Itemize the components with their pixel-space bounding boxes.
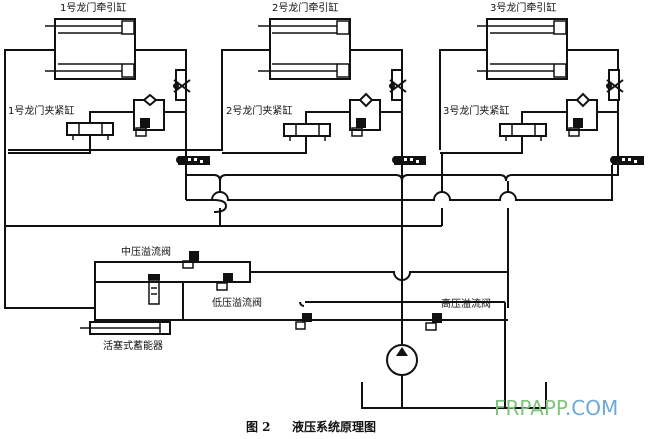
low-pressure-relief-valve [216, 273, 233, 291]
watermark-part1: FRPAPP [494, 396, 565, 420]
gantry-3-solenoid-valve [610, 156, 644, 165]
low-pressure-relief-valve-label: 低压溢流阀 [212, 296, 262, 309]
gantry-2-solenoid-valve [392, 156, 426, 165]
figure-title: 液压系统原理图 [292, 419, 376, 434]
gantry-1-pilot-check-valve [133, 93, 165, 137]
pipework [4, 49, 619, 409]
medium-pressure-relief-valve [182, 251, 199, 269]
gantry-1-traction-cylinder [45, 18, 136, 80]
hydraulic-pump [386, 344, 418, 376]
gantry-2-throttle-valve [389, 69, 407, 101]
gantry-2-pilot-check-valve [349, 92, 381, 137]
watermark-part2: .COM [564, 396, 619, 420]
gantry-3-clamp-cylinder-label: 3号龙门夹紧缸 [443, 104, 509, 117]
medium-pressure-relief-valve-label: 中压溢流阀 [121, 245, 171, 258]
gantry-2: 2号龙门牵引缸 2号龙门夹紧缸 [226, 1, 426, 165]
piston-accumulator [80, 321, 171, 335]
high-pressure-relief-valve [425, 313, 442, 331]
gantry-2-traction-cylinder [258, 18, 351, 80]
piston-accumulator-label: 活塞式蓄能器 [103, 339, 163, 352]
watermark: FRPAPP.COM [494, 396, 618, 420]
gantry-1-solenoid-valve [176, 156, 210, 165]
gantry-1: 1号龙门牵引缸 1号龙门夹紧缸 [8, 1, 210, 165]
gantry-1-traction-cylinder-label: 1号龙门牵引缸 [60, 1, 126, 14]
gantry-3-throttle-valve [606, 69, 624, 101]
gantry-3-traction-cylinder [477, 18, 568, 80]
high-pressure-relief-valve-label: 高压溢流阀 [441, 297, 491, 310]
gantry-1-clamp-cylinder-label: 1号龙门夹紧缸 [8, 104, 74, 117]
gantry-2-traction-cylinder-label: 2号龙门牵引缸 [272, 1, 338, 14]
gantry-2-clamp-cylinder-label: 2号龙门夹紧缸 [226, 104, 292, 117]
figure-number: 图 2 [246, 420, 271, 434]
unlabeled-relief-valve [295, 313, 312, 330]
gantry-3-traction-cylinder-label: 3号龙门牵引缸 [490, 1, 556, 14]
gantry-3-pilot-check-valve [566, 92, 598, 137]
gantry-1-throttle-valve [173, 69, 191, 101]
accumulator-pressure-switch [148, 274, 160, 305]
gantry-3: 3号龙门牵引缸 3号龙门夹紧缸 [443, 1, 644, 165]
